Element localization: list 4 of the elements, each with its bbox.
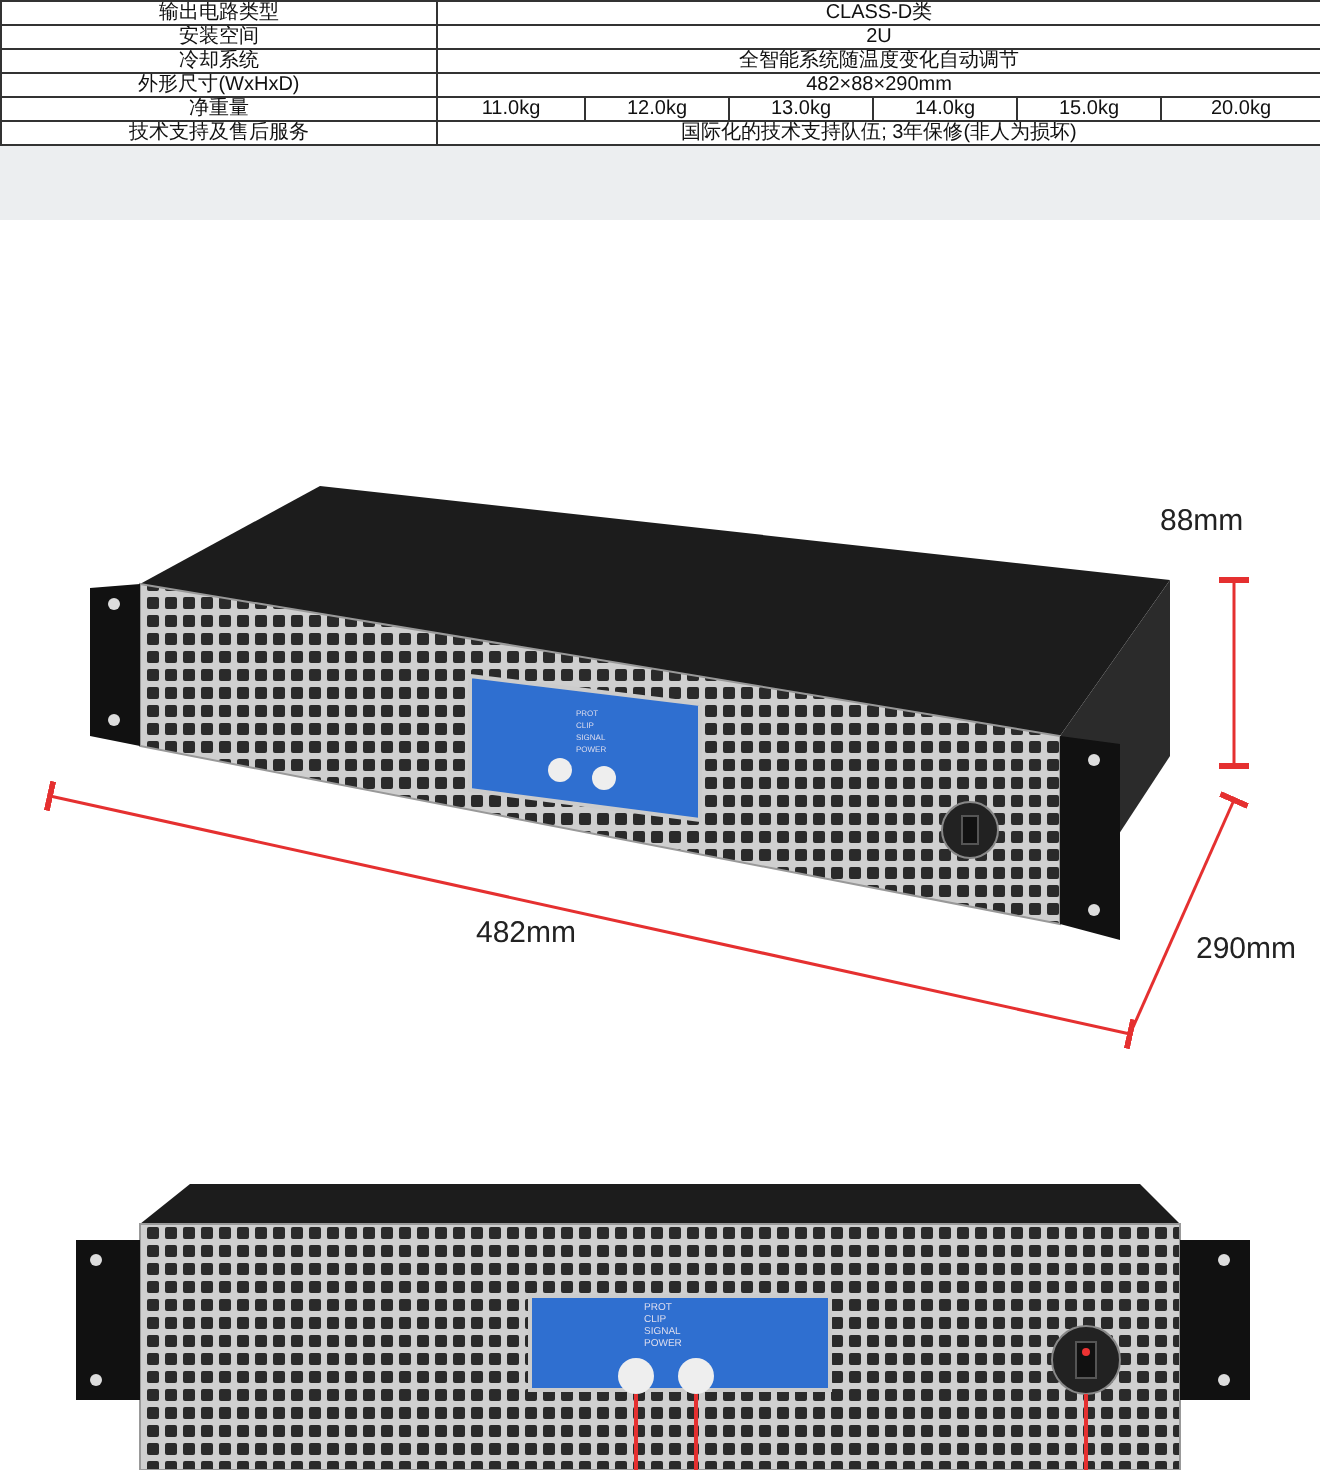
table-cell: 输出电路类型 [0,0,438,26]
table-cell: 国际化的技术支持队伍; 3年保修(非人为损坏) [436,120,1320,146]
table-cell: 技术支持及售后服务 [0,120,438,146]
table-cell: CLASS-D类 [436,0,1320,26]
